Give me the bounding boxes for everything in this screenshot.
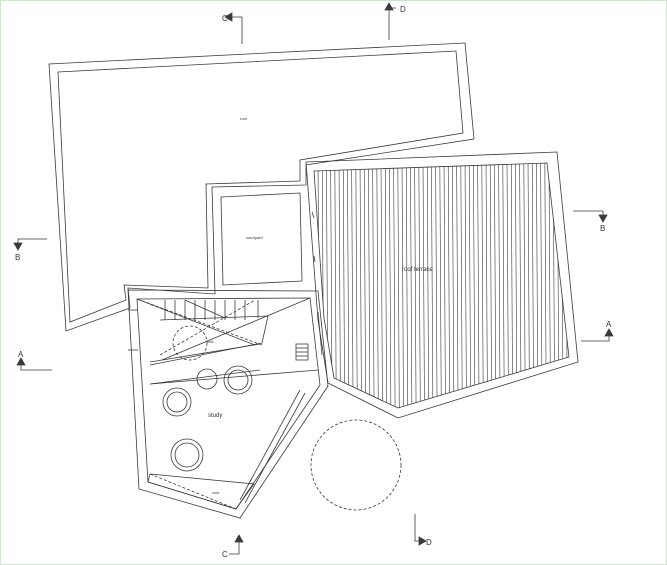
terrace-hatch-line (502, 163, 505, 408)
terrace-hatch-line (363, 163, 367, 408)
roof-label: roof (240, 116, 248, 121)
section-label-a-right: A (606, 320, 612, 329)
void-label-lower: void (212, 490, 219, 495)
terrace-hatch-line (506, 163, 509, 408)
terrace-hatch-line (435, 163, 438, 408)
roof-terrace-label: roof terrace (402, 267, 433, 273)
terrace-hatch-line (447, 163, 451, 408)
section-marker-d-bottom (414, 514, 427, 546)
study-label: study (208, 413, 222, 419)
terrace-hatch-line (405, 163, 409, 408)
terrace-hatch-line (464, 163, 467, 408)
study-wing (127, 289, 329, 519)
terrace-hatch-line (519, 163, 522, 408)
terrace-hatch-line (477, 163, 480, 408)
courtyard-label: courtyard (246, 235, 263, 240)
terrace-hatch-line (342, 163, 346, 408)
terrace-hatch-line (384, 163, 388, 408)
courtyard-area (220, 192, 316, 286)
terrace-hatch-line (334, 163, 337, 408)
terrace-hatch-line (431, 163, 434, 408)
terrace-hatch-line (347, 163, 350, 408)
terrace-hatch-line (401, 163, 404, 408)
terrace-hatch-line (389, 163, 392, 408)
section-label-b-left: B (15, 253, 20, 262)
section-marker-a-right (581, 328, 614, 342)
terrace-hatch-line (372, 163, 375, 408)
section-marker-c-bottom (229, 534, 244, 555)
terrace-hatch-line (473, 163, 476, 408)
section-marker-b-left (13, 238, 47, 251)
terrace-hatch-line (418, 163, 421, 408)
void-label-upper: void (206, 339, 213, 344)
terrace-hatch-line (489, 163, 493, 408)
terrace-hatch-line (368, 163, 371, 408)
terrace-hatch-line (468, 163, 472, 408)
section-label-c-bottom: C (222, 550, 228, 559)
terrace-hatch-line (376, 163, 379, 408)
void-dashed (136, 298, 402, 511)
section-marker-d-top (384, 2, 396, 40)
terrace-hatch-line (510, 163, 514, 408)
terrace-hatch-line (494, 163, 497, 408)
terrace-hatch-line (515, 163, 518, 408)
terrace-hatch-line (481, 163, 484, 408)
terrace-hatch-line (443, 163, 446, 408)
section-label-a-left: A (18, 350, 24, 359)
section-marker-b-right (573, 210, 608, 223)
terrace-hatch-line (414, 163, 417, 408)
terrace-hatch-line (351, 163, 354, 408)
terrace-hatch-line (410, 163, 413, 408)
section-label-d-top: D (400, 5, 406, 14)
terrace-hatch-line (359, 163, 362, 408)
terrace-hatch-line (393, 163, 396, 408)
terrace-hatch-line (452, 163, 455, 408)
terrace-hatch-line (422, 163, 425, 408)
stair-treads (164, 300, 246, 320)
roof-block (48, 42, 475, 332)
terrace-hatch-line (460, 163, 463, 408)
terrace-hatch-line (498, 163, 501, 408)
section-label-d-bottom: D (426, 538, 432, 547)
terrace-hatch-line (439, 163, 442, 408)
terrace-hatch-line (456, 163, 459, 408)
terrace-hatch-line (338, 163, 341, 408)
section-marker-c-top (224, 12, 243, 44)
terrace-hatch-line (355, 163, 358, 408)
terrace-hatch-line (380, 163, 383, 408)
study-furniture (162, 365, 253, 472)
terrace-hatch-line (523, 163, 526, 408)
terrace-hatch-line (485, 163, 488, 408)
section-label-b-right: B (600, 224, 605, 233)
terrace-hatch-line (426, 163, 430, 408)
section-label-c-top: C (222, 14, 228, 23)
terrace-hatch-line (397, 163, 400, 408)
section-marker-a-left (16, 357, 52, 371)
